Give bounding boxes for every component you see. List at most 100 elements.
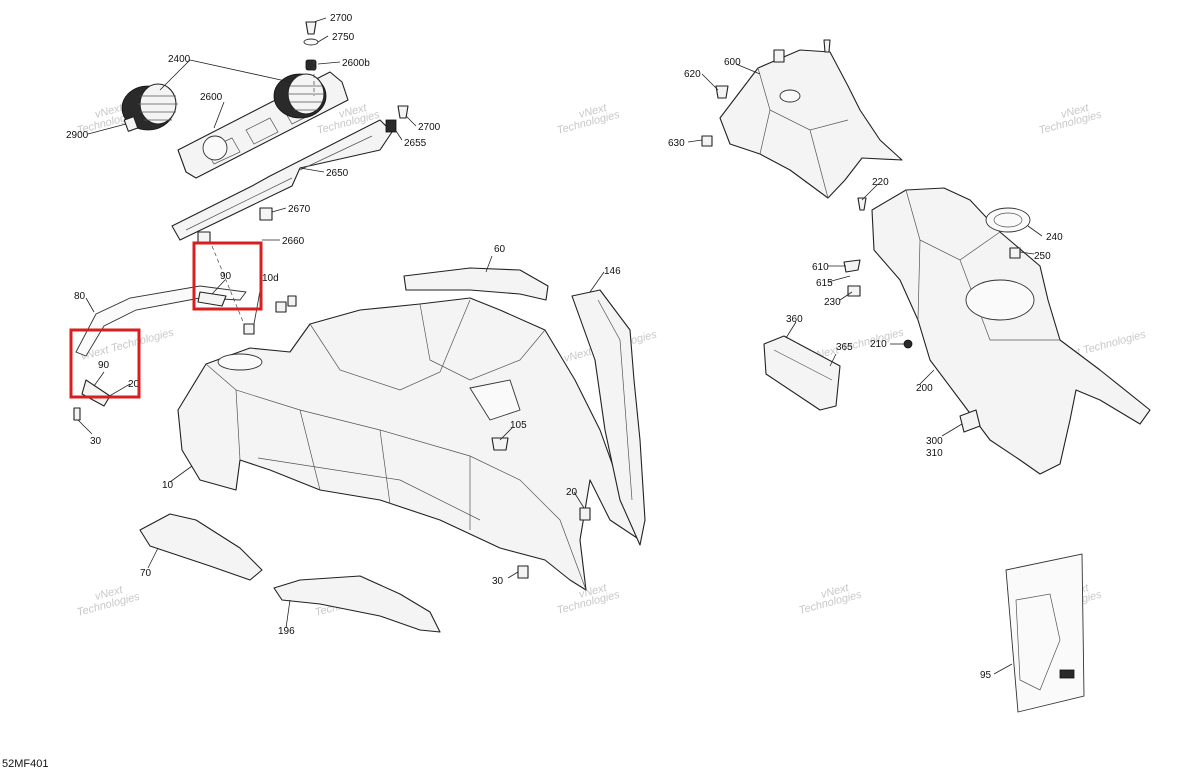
panel-edge (773, 349, 833, 381)
callout-2700: 2700 (418, 122, 441, 133)
callout-20: 20 (566, 487, 578, 498)
bumper-80 (75, 285, 247, 357)
rear-fender-600 (701, 39, 903, 199)
callout-2900: 2900 (66, 130, 89, 141)
diagram-code: 52MF401 (2, 758, 49, 770)
callout-2600: 2600 (200, 92, 223, 103)
callout-360: 360 (786, 314, 803, 325)
screw-620 (715, 85, 729, 99)
nut-630 (701, 135, 713, 147)
grommet-300 (959, 409, 981, 433)
callout-2670: 2670 (288, 204, 311, 215)
callout-10: 10 (162, 480, 174, 491)
clip-230 (847, 285, 861, 297)
callout-146: 146 (604, 266, 621, 277)
screw-2700b (397, 105, 409, 119)
callout-2660: 2660 (282, 236, 305, 247)
callout-60: 60 (494, 244, 506, 255)
clip-10d-c (287, 295, 297, 307)
callout-30: 30 (90, 436, 102, 447)
callout-90: 90 (98, 360, 110, 371)
clip-250 (1009, 247, 1021, 259)
screw-30b (517, 565, 529, 579)
frame-lines (905, 189, 1060, 341)
clip-20b (579, 507, 591, 521)
callout-2655: 2655 (404, 138, 427, 149)
callout-2750: 2750 (332, 32, 355, 43)
clip-90b (81, 379, 111, 407)
clip-2670 (259, 207, 273, 221)
leader-lines (77, 17, 1043, 675)
callout-210: 210 (870, 339, 887, 350)
fender-port (779, 89, 801, 103)
headlight-assembly (121, 21, 409, 245)
windshield-60 (403, 267, 549, 301)
callout-600: 600 (724, 57, 741, 68)
callout-630: 630 (668, 138, 685, 149)
fuel-ring-inner (993, 212, 1023, 228)
bracket-hole (202, 135, 228, 161)
callout-220: 220 (872, 177, 889, 188)
callout-90: 90 (220, 271, 232, 282)
callout-615: 615 (816, 278, 833, 289)
screw-30a (73, 407, 81, 421)
fuel-ring-240 (985, 207, 1031, 233)
clip-90a (197, 291, 227, 307)
rail-edge (597, 299, 633, 501)
cockpit-edge (309, 299, 471, 391)
side-rail-146 (571, 289, 646, 546)
callout-30: 30 (492, 576, 504, 587)
side-panel-196 (273, 575, 441, 633)
screw-220 (857, 197, 867, 211)
callout-196: 196 (278, 626, 295, 637)
lower-edge (257, 457, 481, 521)
highlight-box-90-lower[interactable] (69, 328, 141, 399)
cockpit-inner (419, 303, 546, 381)
frame-200 (843, 187, 1151, 475)
inner-panel (469, 379, 521, 421)
callout-10d: 10d (262, 273, 279, 284)
clip-610 (843, 259, 861, 273)
headlight-left (121, 83, 178, 132)
callout-310: 310 (926, 448, 943, 459)
screw-600 (823, 39, 831, 53)
nut-105 (491, 437, 509, 451)
side-panel-70 (139, 513, 263, 581)
clip-10d-a (243, 323, 255, 335)
callout-230: 230 (824, 297, 841, 308)
callout-300: 300 (926, 436, 943, 447)
callout-2700: 2700 (330, 13, 353, 24)
clip-600 (773, 49, 785, 63)
body-outline (177, 297, 641, 591)
headlight-right (273, 73, 327, 119)
callout-365: 365 (836, 342, 853, 353)
decal-shape (1015, 593, 1061, 691)
grommet-2655 (385, 119, 397, 133)
fender-outline (719, 49, 903, 199)
highlight-box-90-upper[interactable] (192, 241, 263, 311)
decal-label (1059, 669, 1075, 679)
callout-20: 20 (128, 379, 140, 390)
callout-80: 80 (74, 291, 86, 302)
callout-70: 70 (140, 568, 152, 579)
callout-95: 95 (980, 670, 992, 681)
callout-620: 620 (684, 69, 701, 80)
callout-2650: 2650 (326, 168, 349, 179)
nut-210 (903, 339, 913, 349)
callout-610: 610 (812, 262, 829, 273)
washer-2750 (303, 38, 319, 46)
callout-105: 105 (510, 420, 527, 431)
callout-240: 240 (1046, 232, 1063, 243)
clip-10d-b (275, 301, 287, 313)
callout-200: 200 (916, 383, 933, 394)
tank-opening (965, 279, 1035, 321)
callout-labels: 2700 2750 2600b 2400 2600 2900 2700 2655… (66, 13, 1063, 681)
upper-body-10 (177, 297, 641, 591)
fender-lines (757, 67, 849, 199)
body-opening (217, 353, 263, 371)
body-panel-lines (235, 389, 471, 530)
callout-250: 250 (1034, 251, 1051, 262)
screw-2700 (305, 21, 317, 35)
callout-2600b: 2600b (342, 58, 370, 69)
